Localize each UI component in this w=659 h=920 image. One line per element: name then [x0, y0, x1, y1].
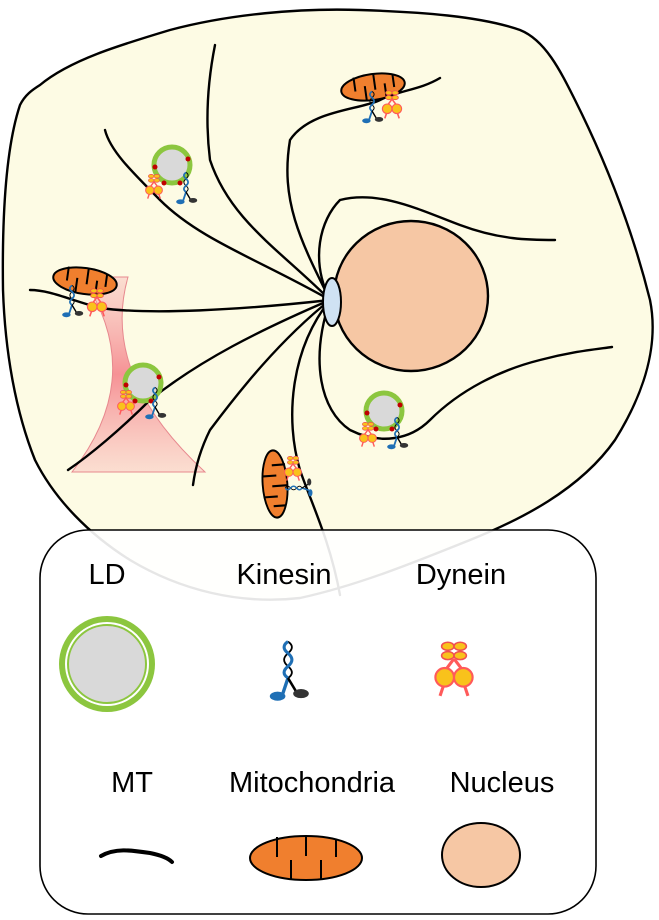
microtubule-icon — [99, 848, 174, 864]
nucleus-icon — [441, 822, 521, 888]
centrosome — [322, 277, 342, 327]
optical-trap-beam — [70, 276, 207, 473]
nucleus — [332, 219, 490, 373]
lipid-droplet-icon — [59, 616, 155, 712]
legend-label-mt: MT — [111, 767, 153, 799]
legend-label-mitochondria: Mitochondria — [229, 767, 396, 799]
legend-label-ld: LD — [88, 559, 125, 591]
legend-panel: LD Kinesin Dynein MT Mitochondria Nucleu… — [39, 529, 597, 915]
microtubule-network — [28, 43, 614, 597]
legend-label-nucleus: Nucleus — [450, 767, 555, 799]
legend-label-kinesin: Kinesin — [236, 559, 331, 591]
legend-label-dynein: Dynein — [416, 559, 506, 591]
mitochondrion-icon — [249, 835, 363, 881]
